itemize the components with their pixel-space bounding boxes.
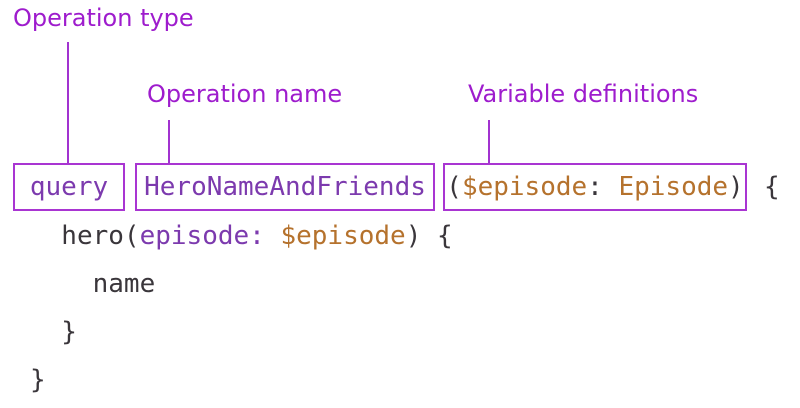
hero-open-brace: { <box>436 221 453 251</box>
operation-type-keyword: query <box>29 172 109 202</box>
variable-definitions-box: ($episode: Episode) <box>443 163 747 211</box>
vardef-open-paren: ( <box>446 172 462 202</box>
code-line-hero-field: hero(episode: $episode) { <box>30 212 453 260</box>
code-line-name-field: name <box>30 260 453 308</box>
operation-type-box: query <box>13 163 125 211</box>
hero-close-brace: } <box>61 317 77 347</box>
operation-name-box: HeroNameAndFriends <box>135 163 435 211</box>
code-line-hero-close-brace: } <box>30 308 453 356</box>
hero-field-name: hero <box>61 221 124 251</box>
vardef-close-paren: ) <box>728 172 744 202</box>
hero-argument-value: $episode <box>280 221 406 251</box>
operation-name-label: Operation name <box>147 80 343 108</box>
vardef-type-name: Episode <box>618 172 729 202</box>
operation-type-label: Operation type <box>13 4 194 32</box>
operation-name-connector-line <box>168 120 170 163</box>
hero-close-paren: ) <box>405 221 422 251</box>
vardef-variable-name: $episode <box>461 172 588 202</box>
variable-definitions-label: Variable definitions <box>468 80 699 108</box>
hero-argument-name: episode: <box>139 221 265 251</box>
vardef-colon: : <box>587 172 603 202</box>
name-field: name <box>92 269 156 299</box>
query-body-code: hero(episode: $episode) { name } } <box>30 212 453 404</box>
operation-type-connector-line <box>67 42 69 163</box>
query-close-brace: } <box>30 365 46 395</box>
query-open-brace: { <box>764 172 780 202</box>
code-line-query-close-brace: } <box>30 356 453 404</box>
hero-open-paren: ( <box>123 221 140 251</box>
operation-name-token: HeroNameAndFriends <box>144 172 426 202</box>
variable-definitions-connector-line <box>488 120 490 163</box>
